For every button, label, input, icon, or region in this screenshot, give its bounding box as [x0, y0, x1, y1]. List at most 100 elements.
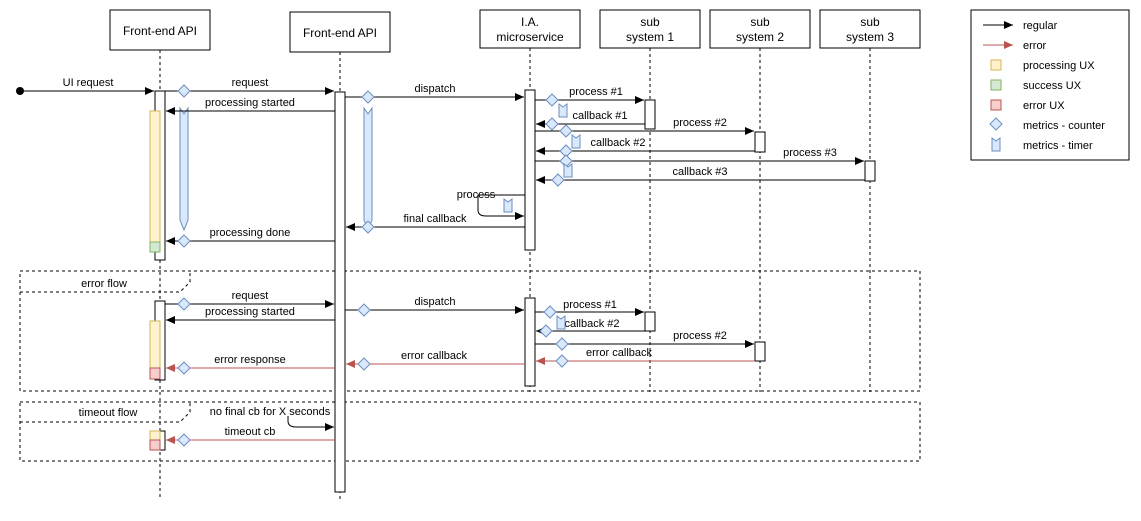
- timeout-flow: no final cb for X seconds timeout cb: [166, 406, 335, 444]
- legend-error-swatch: [990, 99, 1002, 111]
- participant-sub1: sub system 1: [599, 9, 701, 49]
- msg-label: process #2: [673, 117, 727, 129]
- counter-diamond-icon: [357, 357, 371, 371]
- counter-diamond-icon: [555, 337, 569, 351]
- success-ux-box: [149, 241, 161, 253]
- activation-ia-main: [524, 89, 536, 251]
- msg-label: UI request: [63, 77, 114, 89]
- participant-sub3: sub system 3: [819, 9, 921, 49]
- counter-diamond-icon: [551, 173, 565, 187]
- msg-label: error callback: [401, 350, 468, 362]
- msg-no-final-cb-self: [287, 416, 334, 431]
- participant-label: system 2: [736, 30, 784, 44]
- timer-icon: [558, 103, 568, 118]
- legend-processing-swatch: [990, 59, 1002, 71]
- participant-label: I.A.: [521, 15, 539, 29]
- legend-label: error: [1023, 40, 1047, 52]
- msg-label: dispatch: [415, 296, 456, 308]
- counter-diamond-icon: [177, 297, 191, 311]
- participant-fe1: Front-end API: [109, 9, 211, 51]
- activation-sub2-error: [754, 341, 766, 362]
- participant-label: sub: [750, 15, 770, 29]
- metric-counters: [177, 84, 573, 447]
- participant-sub2: sub system 2: [709, 9, 811, 49]
- counter-diamond-icon: [545, 93, 559, 107]
- msg-label: timeout cb: [225, 426, 276, 438]
- legend: regular error processing UX success UX e…: [970, 9, 1130, 161]
- participant-label: Front-end API: [303, 26, 377, 40]
- counter-diamond-icon: [177, 361, 191, 375]
- legend-timer-icon: [991, 137, 1001, 152]
- participant-fe2: Front-end API: [289, 11, 391, 53]
- timer-icon: [563, 163, 573, 178]
- participants: Front-end API Front-end API I.A. microse…: [109, 9, 921, 53]
- participant-label: Front-end API: [123, 24, 197, 38]
- msg-label: process #2: [673, 330, 727, 342]
- legend-label: processing UX: [1023, 60, 1095, 72]
- activation-sub1-main: [644, 99, 656, 130]
- legend-label: success UX: [1023, 80, 1082, 92]
- counter-diamond-icon: [357, 303, 371, 317]
- metric-timers: [503, 103, 581, 330]
- timer-icon: [556, 315, 566, 330]
- legend-success-swatch: [990, 79, 1002, 91]
- error-ux-box: [149, 367, 161, 380]
- msg-label: process #1: [563, 299, 617, 311]
- participant-label: microservice: [496, 30, 564, 44]
- msg-label: callback #2: [564, 318, 619, 330]
- counter-diamond-icon: [177, 84, 191, 98]
- counter-diamond-icon: [361, 220, 375, 234]
- activation-ia-error: [524, 297, 536, 387]
- timer-icon: [363, 106, 373, 232]
- msg-label: request: [232, 290, 269, 302]
- msg-label: process #1: [569, 86, 623, 98]
- participant-label: system 1: [626, 30, 674, 44]
- msg-label: error callback: [586, 347, 653, 359]
- legend-counter-diamond-icon: [989, 117, 1003, 131]
- timers-long: [179, 106, 373, 232]
- counter-diamond-icon: [539, 324, 553, 338]
- counter-diamond-icon: [177, 433, 191, 447]
- counter-diamond-icon: [361, 90, 375, 104]
- processing-ux-box: [149, 110, 161, 243]
- frame-label-error-flow: error flow: [81, 278, 127, 290]
- main-flow: UI request request processing started di…: [16, 77, 865, 245]
- participant-label: sub: [860, 15, 880, 29]
- msg-label: request: [232, 77, 269, 89]
- timer-icon: [503, 198, 513, 213]
- frame-error-flow: error flow: [19, 270, 921, 392]
- counter-diamond-icon: [559, 124, 573, 138]
- counter-diamond-icon: [545, 117, 559, 131]
- msg-label: callback #2: [590, 137, 645, 149]
- timer-icon: [571, 134, 581, 149]
- counter-diamond-icon: [177, 234, 191, 248]
- timer-icon: [179, 106, 189, 232]
- msg-label: no final cb for X seconds: [210, 406, 331, 418]
- legend-label: error UX: [1023, 100, 1065, 112]
- frame-label-timeout-flow: timeout flow: [79, 407, 138, 419]
- msg-process-self: [477, 194, 525, 220]
- msg-label: callback #3: [672, 166, 727, 178]
- error-ux-box: [149, 439, 161, 451]
- legend-label: metrics - counter: [1023, 120, 1105, 132]
- activation-sub2-main: [754, 131, 766, 153]
- participant-label: system 3: [846, 30, 894, 44]
- legend-label: metrics - timer: [1023, 140, 1093, 152]
- msg-label: process #3: [783, 147, 837, 159]
- activation-fe2: [334, 91, 346, 493]
- msg-label: dispatch: [415, 83, 456, 95]
- activation-sub3: [864, 160, 876, 182]
- error-flow: request processing started dispatch proc…: [165, 290, 755, 372]
- msg-label: process: [457, 189, 496, 201]
- processing-ux-box: [149, 430, 161, 441]
- msg-label: error response: [214, 354, 286, 366]
- counter-diamond-icon: [555, 354, 569, 368]
- msg-label: callback #1: [572, 110, 627, 122]
- msg-label: processing started: [205, 306, 295, 318]
- counter-diamond-icon: [543, 305, 557, 319]
- msg-label: final callback: [404, 213, 467, 225]
- ux-boxes: [149, 110, 161, 451]
- msg-label: processing started: [205, 97, 295, 109]
- msg-label: processing done: [210, 227, 291, 239]
